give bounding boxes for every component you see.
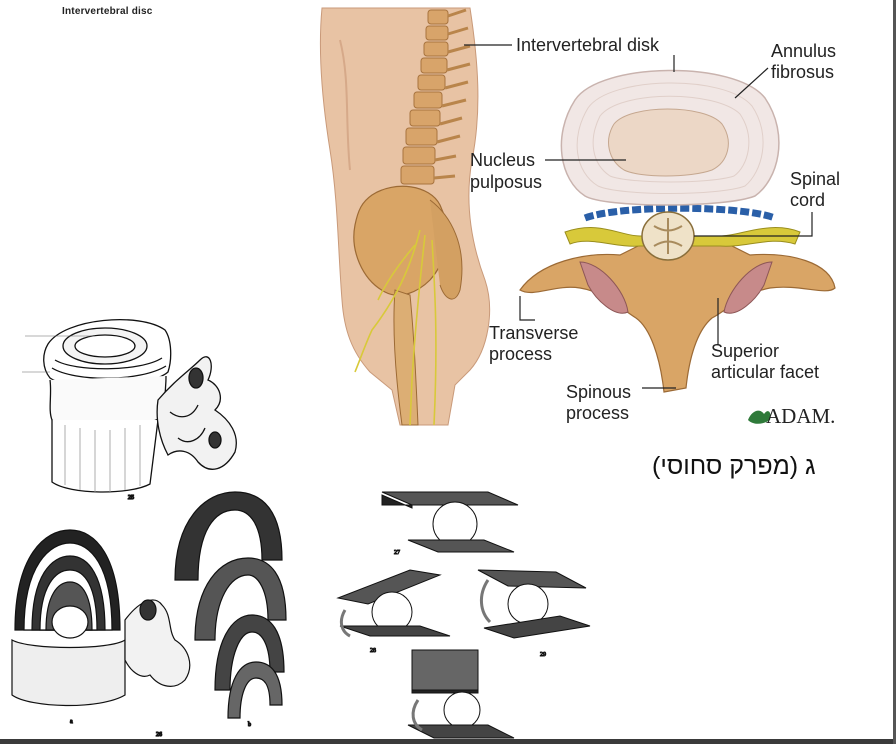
fig29-plates-extension: 29 xyxy=(477,569,591,659)
hebrew-caption: ג (מפרק סחוסי) xyxy=(652,452,816,480)
label-nucleus-1: Nucleus xyxy=(470,150,535,170)
slide-right-border xyxy=(893,0,896,744)
adam-logo: ADAM. xyxy=(748,404,835,428)
fig27-number: 27 xyxy=(394,550,400,556)
fig27-plates-neutral: 27 xyxy=(381,491,519,557)
slide-bottom-border xyxy=(0,739,896,744)
label-superior-1: Superior xyxy=(711,341,779,361)
fig26-number: 26 xyxy=(156,732,162,738)
slide-small-title: Intervertebral disc xyxy=(62,6,153,17)
leader-intervertebral-disk xyxy=(464,44,675,72)
fig26b-label: b xyxy=(248,722,251,728)
fig30-plates-rotation xyxy=(407,649,515,739)
label-nucleus-2: pulposus xyxy=(470,172,542,192)
label-transverse-1: Transverse xyxy=(489,323,578,343)
fig28-plates-flexion: 28 xyxy=(336,569,451,655)
fig25-vertebra-disc-drawing: 25 xyxy=(22,319,237,502)
pelvis xyxy=(353,185,463,426)
leader-annulus xyxy=(734,67,769,99)
body-side-view xyxy=(319,7,491,426)
leader-transverse xyxy=(519,296,535,321)
fig29-number: 29 xyxy=(540,652,546,658)
label-spinal-1: Spinal xyxy=(790,169,840,189)
fig26-annulus-layers-drawing: a 26 b xyxy=(11,491,287,739)
label-spinous-2: process xyxy=(566,403,629,423)
label-superior-2: articular facet xyxy=(711,362,819,382)
spine-column xyxy=(400,8,471,185)
label-spinous-1: Spinous xyxy=(566,382,631,402)
leader-spinal-cord xyxy=(694,212,813,237)
label-transverse-2: process xyxy=(489,344,552,364)
vertebra-axial-view: Intervertebral disk Annulus fibrosus Nuc… xyxy=(464,35,840,428)
fig25-number: 25 xyxy=(128,495,134,501)
sciatic-nerves xyxy=(354,229,437,426)
nucleus-pulposus xyxy=(608,108,729,177)
label-annulus-1: Annulus xyxy=(771,41,836,61)
fig28-number: 28 xyxy=(370,648,376,654)
label-annulus-2: fibrosus xyxy=(771,62,834,82)
fig26a-label: a xyxy=(70,719,73,725)
label-spinal-2: cord xyxy=(790,190,825,210)
adam-logo-text: ADAM. xyxy=(766,404,835,428)
label-intervertebral-disk: Intervertebral disk xyxy=(516,35,660,55)
